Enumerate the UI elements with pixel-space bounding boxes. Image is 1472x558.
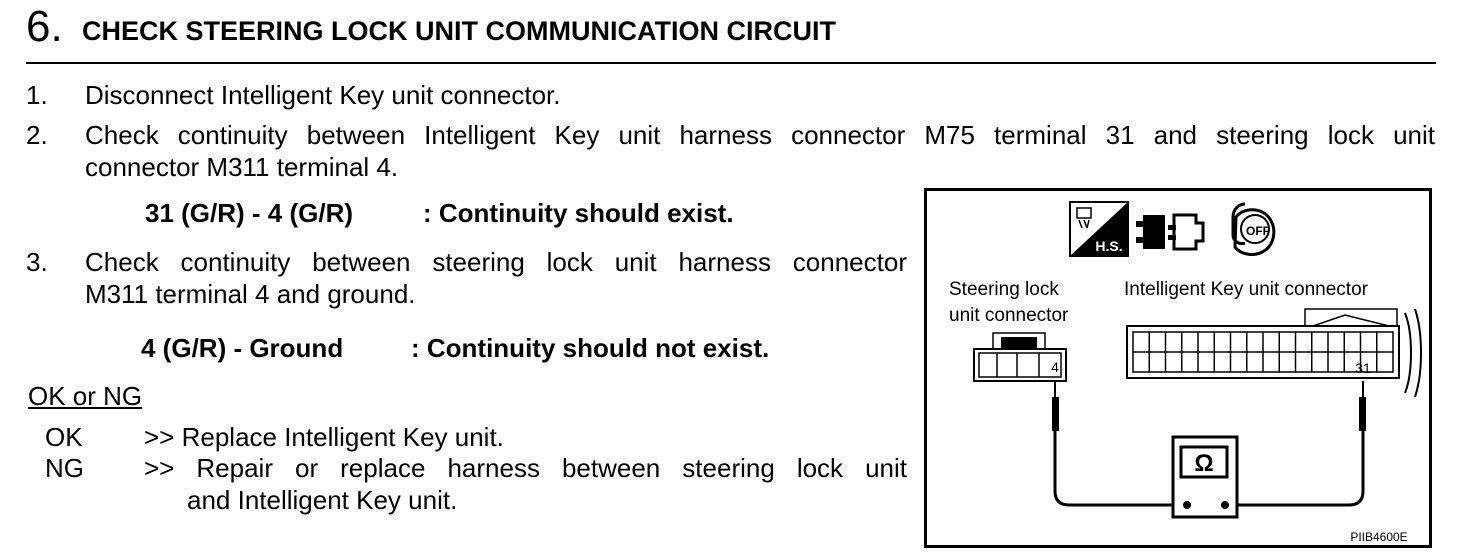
result-heading: OK or NG	[28, 381, 143, 411]
instruction-3-line-2: M311 terminal 4 and ground.	[85, 279, 416, 309]
ohmmeter-icon: Ω	[1171, 435, 1239, 519]
harness-side-icon: H.S.	[1069, 201, 1129, 257]
instruction-2-number: 2.	[26, 120, 48, 150]
steering-lock-connector: 4	[973, 332, 1067, 382]
figure-code: PIIB4600E	[1350, 530, 1407, 544]
intelligent-key-connector: 31	[1126, 308, 1422, 398]
right-connector-label: Intelligent Key unit connector	[1124, 279, 1369, 300]
hs-badge-text: H.S.	[1095, 238, 1122, 254]
title-divider	[26, 62, 1436, 64]
spec-1-terminals: 31 (G/R) - 4 (G/R)	[145, 198, 354, 228]
key-off-label: OFF	[1246, 224, 1270, 238]
instruction-3-number: 3.	[26, 247, 48, 277]
ng-action-line-1: >> Repair or replace harness between ste…	[144, 453, 907, 483]
ok-label: OK	[45, 422, 83, 452]
connector-disconnect-icon	[1136, 213, 1205, 251]
instruction-2-line-2: connector M311 terminal 4.	[85, 152, 399, 182]
right-terminal-number: 31	[1355, 360, 1371, 376]
circuit-diagram: H.S. OFF Steering lock unit connector In…	[924, 188, 1432, 548]
left-terminal-number: 4	[1051, 359, 1059, 375]
instruction-1-text: Disconnect Intelligent Key unit connecto…	[85, 80, 561, 110]
spec-2-terminals: 4 (G/R) - Ground	[141, 333, 344, 363]
step-number: 6.	[26, 2, 63, 51]
spec-1-result: : Continuity should exist.	[423, 198, 734, 228]
ng-label: NG	[45, 453, 84, 483]
left-connector-label-2: unit connector	[949, 305, 1069, 326]
test-leads	[1052, 381, 1366, 507]
instruction-3-line-1: Check continuity between steering lock u…	[85, 247, 907, 277]
spec-2-result: : Continuity should not exist.	[411, 333, 770, 363]
ok-action: >> Replace Intelligent Key unit.	[144, 422, 504, 452]
ng-action-line-2: and Intelligent Key unit.	[187, 485, 458, 515]
left-connector-label-1: Steering lock	[949, 279, 1059, 300]
ohm-symbol: Ω	[1194, 450, 1213, 477]
circuit-diagram-drawing: H.S. OFF Steering lock unit connector In…	[949, 201, 1422, 544]
ignition-off-icon: OFF	[1231, 202, 1276, 256]
step-title: CHECK STEERING LOCK UNIT COMMUNICATION C…	[82, 16, 836, 46]
instruction-1-number: 1.	[26, 80, 48, 110]
instruction-2-line-1: Check continuity between Intelligent Key…	[85, 120, 1435, 150]
